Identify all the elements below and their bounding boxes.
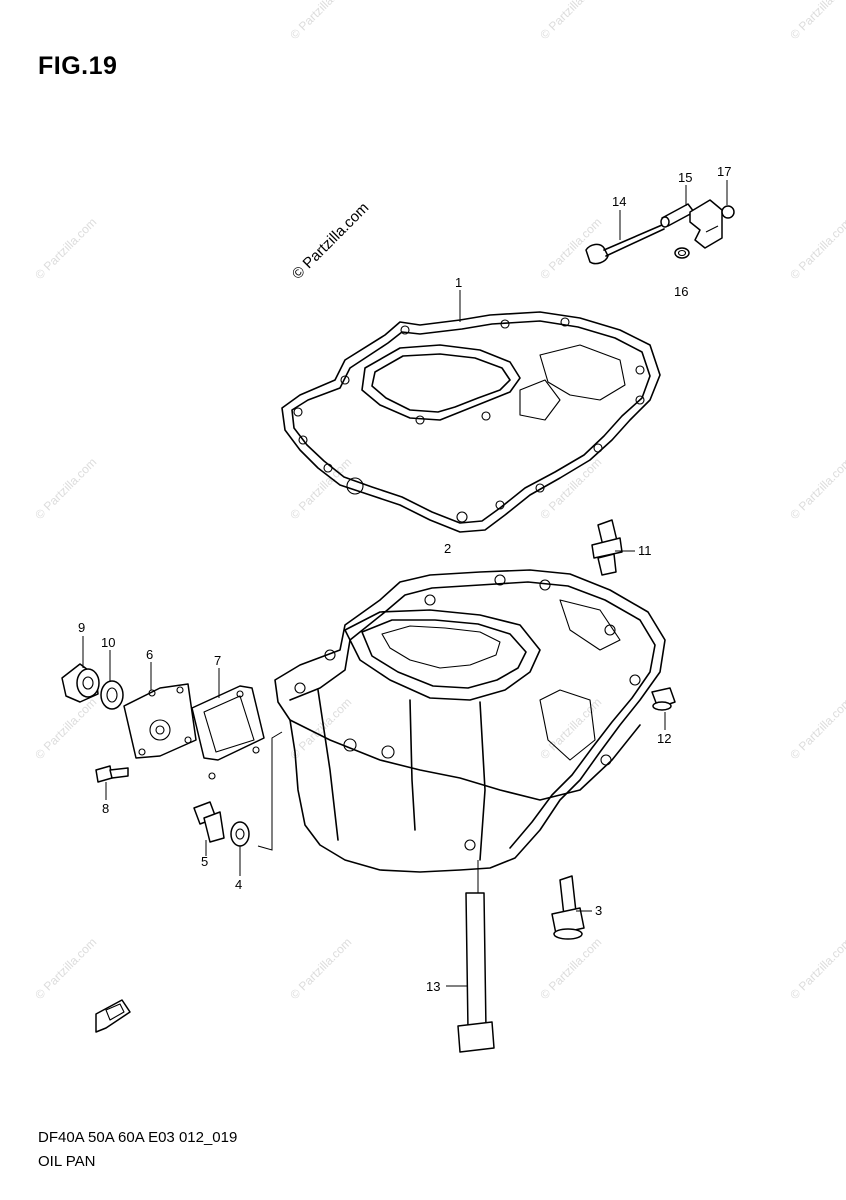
watermark-text: © Partzilla.com: [537, 695, 604, 762]
watermark-text: © Partzilla.com: [537, 935, 604, 1002]
watermark-text: © Partzilla.com: [787, 455, 846, 522]
cap-part-9: [61, 663, 100, 703]
watermark-pattern: © Partzilla.com © Partzilla.com © Partzi…: [32, 0, 846, 1002]
sensor-part-11: [591, 519, 623, 576]
bolt-part-13: [457, 892, 495, 1053]
watermark-text: © Partzilla.com: [787, 695, 846, 762]
guide-part-15: [660, 203, 695, 228]
front-arrow-icon: [95, 999, 131, 1033]
washer-part-4: [230, 821, 250, 847]
gasket-part-7: [191, 685, 265, 780]
watermark-text: © Partzilla.com: [32, 455, 99, 522]
bracket-part-17: [689, 199, 735, 249]
plug-part-12: [651, 687, 676, 711]
watermark-text: © Partzilla.com: [32, 695, 99, 762]
bolt-part-8: [95, 765, 129, 783]
footer-name: OIL PAN: [38, 1153, 96, 1170]
dipstick-part-14: [585, 224, 665, 265]
callout-2: 2: [444, 541, 451, 556]
watermark-main: © Partzilla.com: [289, 199, 372, 282]
callout-3: 3: [595, 903, 602, 918]
callout-14: 14: [612, 194, 626, 209]
watermark-text: © Partzilla.com: [537, 455, 604, 522]
oring-part-16: [674, 247, 690, 259]
callout-16: 16: [674, 284, 688, 299]
callout-15: 15: [678, 170, 692, 185]
leader-lines: [82, 180, 728, 987]
plate-part-6: [123, 683, 197, 759]
drain-plug-part-5: [193, 801, 225, 843]
watermark-text: © Partzilla.com: [537, 0, 604, 42]
watermark-text: © Partzilla.com: [287, 0, 354, 42]
callout-5: 5: [201, 854, 208, 869]
callout-6: 6: [146, 647, 153, 662]
callout-4: 4: [235, 877, 242, 892]
callout-9: 9: [78, 620, 85, 635]
watermark-text: © Partzilla.com: [287, 455, 354, 522]
watermark-text: © Partzilla.com: [32, 935, 99, 1002]
seal-part-10: [100, 680, 124, 710]
callout-12: 12: [657, 731, 671, 746]
figure-title: FIG.19: [38, 52, 118, 80]
callout-13: 13: [426, 979, 440, 994]
watermark-text: © Partzilla.com: [787, 935, 846, 1002]
svg-text:© Partzilla.com: © Partzilla.com: [289, 199, 372, 282]
watermark-text: © Partzilla.com: [32, 215, 99, 282]
callout-7: 7: [214, 653, 221, 668]
watermark-text: © Partzilla.com: [287, 935, 354, 1002]
callout-1: 1: [455, 275, 462, 290]
callout-10: 10: [101, 635, 115, 650]
oil-pan-body: [274, 569, 666, 873]
callout-8: 8: [102, 801, 109, 816]
callout-17: 17: [717, 164, 731, 179]
watermark-text: © Partzilla.com: [787, 0, 846, 42]
gasket-part-1: [281, 311, 661, 533]
footer-code: DF40A 50A 60A E03 012_019: [38, 1129, 238, 1146]
watermark-text: © Partzilla.com: [787, 215, 846, 282]
callout-labels: 1 2 3 4 5 6 7 8 9 10 11 12 13 14 15 16 1…: [78, 164, 731, 994]
callout-11: 11: [638, 543, 652, 558]
bolt-part-3: [551, 875, 585, 940]
